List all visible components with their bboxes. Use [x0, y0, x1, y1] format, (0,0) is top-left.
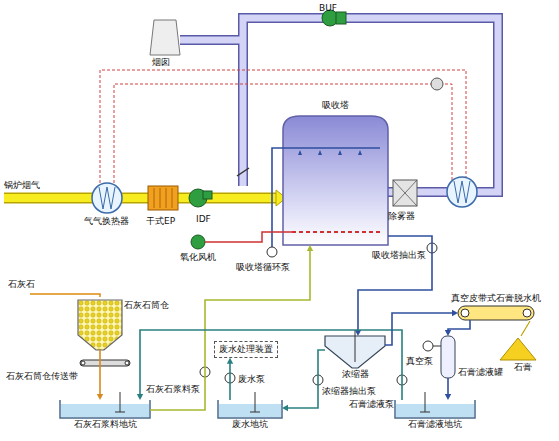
absorber-tower: 吸收塔 — [283, 100, 388, 245]
pipe-line — [99, 350, 101, 396]
part-label-holder: 石灰石 — [8, 279, 35, 290]
part-label: IDF — [196, 214, 211, 224]
arrow-head — [282, 405, 288, 411]
equipment-label: 石灰石筒仓 — [124, 300, 169, 310]
part-label-holder: 氧化风机 — [180, 252, 216, 263]
part-label-holder: 烟囱 — [152, 57, 170, 68]
part-label-holder: 锅炉烟气 — [4, 180, 40, 191]
part-label: 吸收塔循环泵 — [236, 262, 290, 272]
treatment-box: 废水处理装置 — [214, 341, 278, 358]
part-label-holder: 除雾器 — [388, 211, 415, 222]
pipe-line — [286, 350, 325, 408]
filtrate-pit: 石膏滤液地坑 — [395, 400, 475, 418]
pipe-connector — [445, 320, 470, 336]
part-label: BUF — [319, 3, 337, 13]
wastewater-pit: 废水地坑 — [218, 400, 282, 418]
pipe-connector — [97, 350, 103, 400]
part-label-holder: 废水泵 — [238, 374, 265, 385]
equipment-label: 石膏滤液地坑 — [408, 419, 462, 429]
equipment-label: 吸收塔 — [322, 100, 349, 110]
part-label-holder: 石灰石浆料泵 — [146, 384, 200, 395]
arrow-head — [137, 394, 143, 400]
text-holder: 吸收塔 — [283, 100, 388, 111]
part-label-holder: 干式EP — [146, 216, 175, 227]
pipe-line — [385, 313, 454, 345]
part-label-holder: IDF — [196, 214, 211, 225]
part-label: 烟囱 — [152, 57, 170, 67]
text-holder: 真空皮带式石膏脱水机 — [451, 293, 541, 304]
part-label: 锅炉烟气 — [4, 180, 40, 190]
pipe-connector — [282, 350, 325, 411]
part-label-holder: 真空泵 — [406, 356, 433, 367]
equipment-label: 浓缩器 — [342, 369, 369, 379]
part-label: 干式EP — [146, 216, 175, 226]
pipe-connector — [445, 378, 451, 400]
part-label: 石灰石筒仓传送带 — [6, 371, 78, 381]
part-label: 废水泵 — [238, 374, 265, 384]
part-label: 石膏滤液泵 — [349, 399, 394, 409]
part-label-holder: 吸收塔抽出泵 — [372, 250, 426, 261]
arrow-head — [445, 330, 451, 336]
arrow-head — [355, 330, 361, 336]
part-label-holder: 吸收塔循环泵 — [236, 262, 290, 273]
arrow-head — [445, 394, 451, 400]
text-holder: 浓缩器 — [342, 369, 369, 380]
text-holder: 石灰石浆料地坑 — [74, 419, 137, 430]
equipment-label: 石膏滤液罐 — [458, 367, 503, 377]
pipe-line — [358, 236, 432, 332]
limestone-silo: 石灰石筒仓 — [78, 300, 122, 350]
part-label: 除雾器 — [388, 211, 415, 221]
part-label: 气气换热器 — [84, 216, 129, 226]
part-label-holder: 石灰石筒仓传送带 — [6, 371, 78, 382]
thickener: 浓缩器 — [325, 336, 385, 368]
text-holder: 石膏滤液地坑 — [408, 419, 462, 430]
part-label-holder: 气气换热器 — [84, 216, 129, 227]
pipe-line — [447, 378, 449, 396]
belt-filter: 真空皮带式石膏脱水机 — [458, 306, 534, 320]
pipe-line — [140, 330, 402, 400]
filtrate-tank: 石膏滤液罐 — [441, 336, 455, 378]
part-label-holder: BUF — [319, 3, 337, 14]
equipment-label: 废水地坑 — [232, 419, 268, 429]
part-label-holder: 石膏滤液泵 — [349, 399, 394, 410]
pipe-line — [448, 320, 470, 332]
text-holder: 废水地坑 — [232, 419, 268, 430]
part-label-holder: 石膏 — [514, 362, 532, 373]
part-label-holder: 浓缩器抽出泵 — [322, 386, 376, 397]
part-label: 真空泵 — [406, 356, 433, 366]
text-holder: 石灰石筒仓 — [124, 300, 169, 311]
part-label: 石灰石 — [8, 279, 35, 289]
equipment-label: 石灰石浆料地坑 — [74, 419, 137, 429]
part-label: 石膏 — [514, 362, 532, 372]
arrow-head — [307, 245, 313, 251]
slurry-pit: 石灰石浆料地坑 — [60, 400, 150, 418]
pipe-connector — [227, 358, 233, 400]
equipment-label: 废水处理装置 — [219, 344, 273, 354]
pipe-connector — [137, 330, 402, 400]
text-holder: 石膏滤液罐 — [458, 367, 503, 378]
pipe-connector — [355, 236, 432, 336]
pipe-connector — [385, 310, 458, 345]
part-label: 吸收塔抽出泵 — [372, 250, 426, 260]
arrow-head — [452, 310, 458, 316]
arrow-head — [227, 358, 233, 364]
part-label: 氧化风机 — [180, 252, 216, 262]
arrow-head — [97, 394, 103, 400]
part-label: 石灰石浆料泵 — [146, 384, 200, 394]
pipe-line — [229, 362, 231, 400]
equipment-label: 真空皮带式石膏脱水机 — [451, 293, 541, 303]
part-label: 浓缩器抽出泵 — [322, 386, 376, 396]
